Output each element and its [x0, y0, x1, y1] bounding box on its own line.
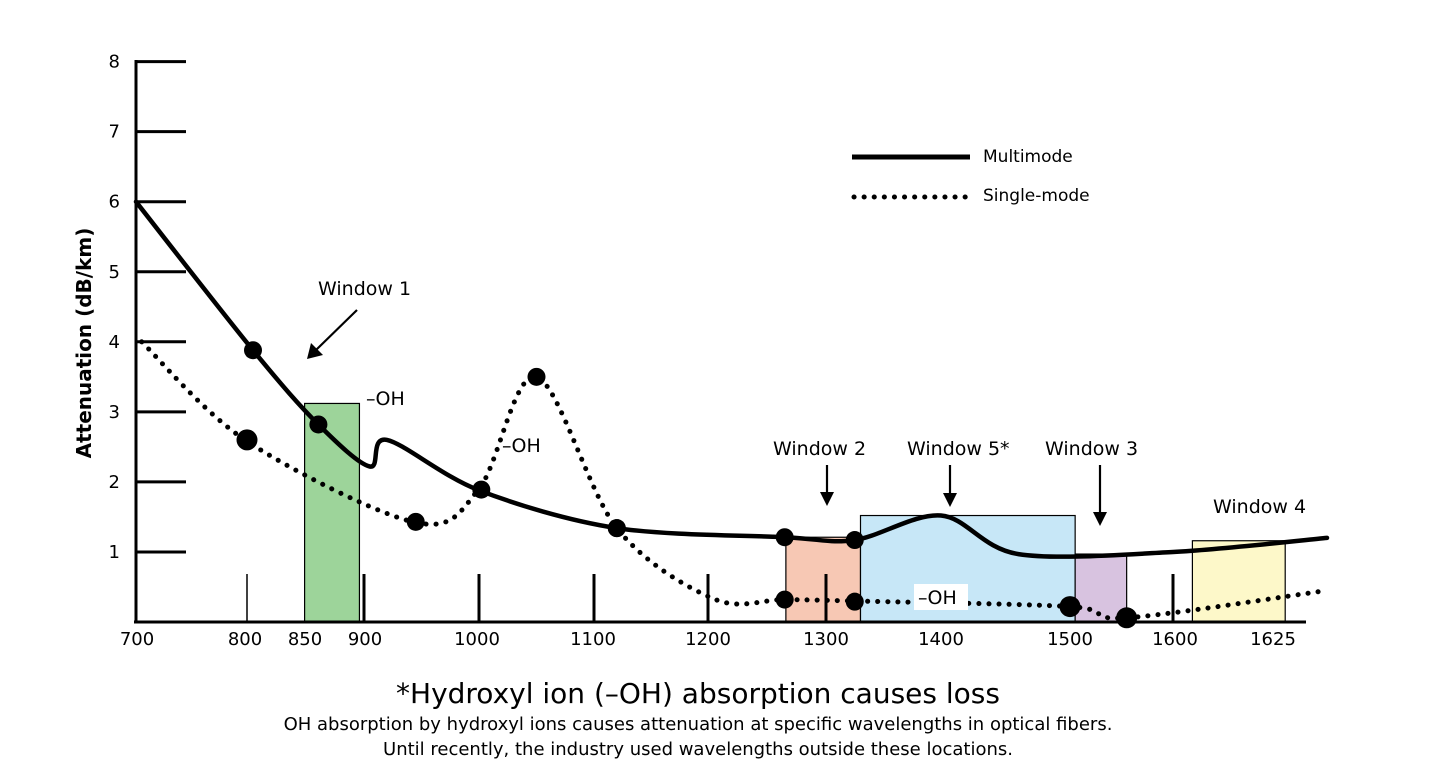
x-tick-label-1300: 1300 — [803, 629, 849, 650]
y-ticks: 1 2 3 4 5 6 7 8 — [109, 52, 186, 563]
single-mode-line — [139, 339, 1330, 621]
window-1-arrowhead — [307, 343, 323, 359]
window-band-5 — [1191, 540, 1286, 623]
x-tick-label-1500: 1500 — [1047, 629, 1093, 650]
x-tick-label-850: 850 — [288, 629, 322, 650]
annotation-window-3: Window 3 — [1045, 438, 1138, 460]
caption: *Hydroxyl ion (–OH) absorption causes lo… — [0, 676, 1396, 762]
legend: Multimode Single-mode — [851, 147, 1090, 206]
markers-layer — [236, 341, 1138, 629]
single-mode-point-1 — [236, 429, 258, 451]
window-5-arrowhead — [943, 493, 957, 507]
y-tick-label-6: 6 — [109, 192, 120, 213]
single-mode-point-5 — [607, 519, 626, 538]
annotation-oh-1: –OH — [366, 388, 405, 410]
single-mode-point-9 — [1116, 607, 1138, 629]
caption-line-1: OH absorption by hydroxyl ions causes at… — [283, 714, 1113, 735]
x-ticks: 700 800 850 900 1000 1100 1200 1300 1400 1500 1600… — [120, 574, 1296, 650]
y-tick-label-7: 7 — [109, 122, 120, 143]
x-tick-label-1200: 1200 — [685, 629, 731, 650]
single-mode-point-6 — [775, 590, 794, 609]
x-tick-label-1625: 1625 — [1250, 629, 1296, 650]
multimode-point-1 — [244, 341, 262, 360]
x-tick-label-1000: 1000 — [454, 629, 500, 650]
y-tick-label-5: 5 — [109, 262, 120, 283]
caption-title: *Hydroxyl ion (–OH) absorption causes lo… — [396, 677, 1000, 710]
x-tick-label-700: 700 — [120, 629, 154, 650]
annotation-oh-2: –OH — [502, 435, 541, 457]
window-1-arrow — [315, 309, 358, 351]
y-tick-label-3: 3 — [109, 402, 120, 423]
annotation-oh-3-bg — [914, 584, 968, 610]
window-2-arrowhead — [820, 492, 834, 506]
multimode-point-4 — [775, 528, 794, 547]
single-mode-point-7 — [845, 592, 864, 611]
x-tick-label-1600: 1600 — [1152, 629, 1198, 650]
y-tick-label-8: 8 — [109, 52, 120, 73]
legend-multimode-label: Multimode — [983, 147, 1073, 167]
x-tick-label-1400: 1400 — [918, 629, 964, 650]
y-axis-label: Attenuation (dB/km) — [72, 228, 96, 459]
caption-line-2: Until recently, the industry used wavele… — [383, 739, 1013, 760]
annotation-window-1: Window 1 — [318, 278, 411, 300]
single-mode-point-3 — [472, 480, 491, 499]
windows-layer — [304, 402, 1286, 623]
multimode-point-2 — [309, 415, 328, 434]
single-mode-point-8 — [1059, 596, 1081, 618]
attenuation-chart: 1 2 3 4 5 6 7 8 700 800 850 900 1000 1100 1200 1300 140… — [72, 52, 1330, 650]
single-mode-point-4 — [527, 367, 546, 386]
annotation-oh-3: –OH — [918, 587, 957, 609]
annotations-layer: Window 1 Window 2 Window 5* Window 3 Win… — [307, 278, 1306, 610]
single-mode-point-2 — [406, 512, 425, 531]
annotation-window-5: Window 5* — [907, 438, 1010, 460]
window-band-2 — [785, 536, 862, 623]
window-3-arrowhead — [1093, 512, 1107, 526]
multimode-point-5 — [845, 531, 864, 550]
x-tick-label-1100: 1100 — [570, 629, 616, 650]
caption-body: OH absorption by hydroxyl ions causes at… — [0, 712, 1396, 762]
annotation-window-2: Window 2 — [773, 438, 866, 460]
y-tick-label-4: 4 — [109, 332, 120, 353]
annotation-window-4: Window 4 — [1213, 496, 1306, 518]
y-tick-label-2: 2 — [109, 472, 120, 493]
legend-singlemode-label: Single-mode — [983, 186, 1090, 206]
x-tick-label-900: 900 — [348, 629, 382, 650]
y-tick-label-1: 1 — [109, 542, 120, 563]
x-tick-label-800: 800 — [228, 629, 262, 650]
